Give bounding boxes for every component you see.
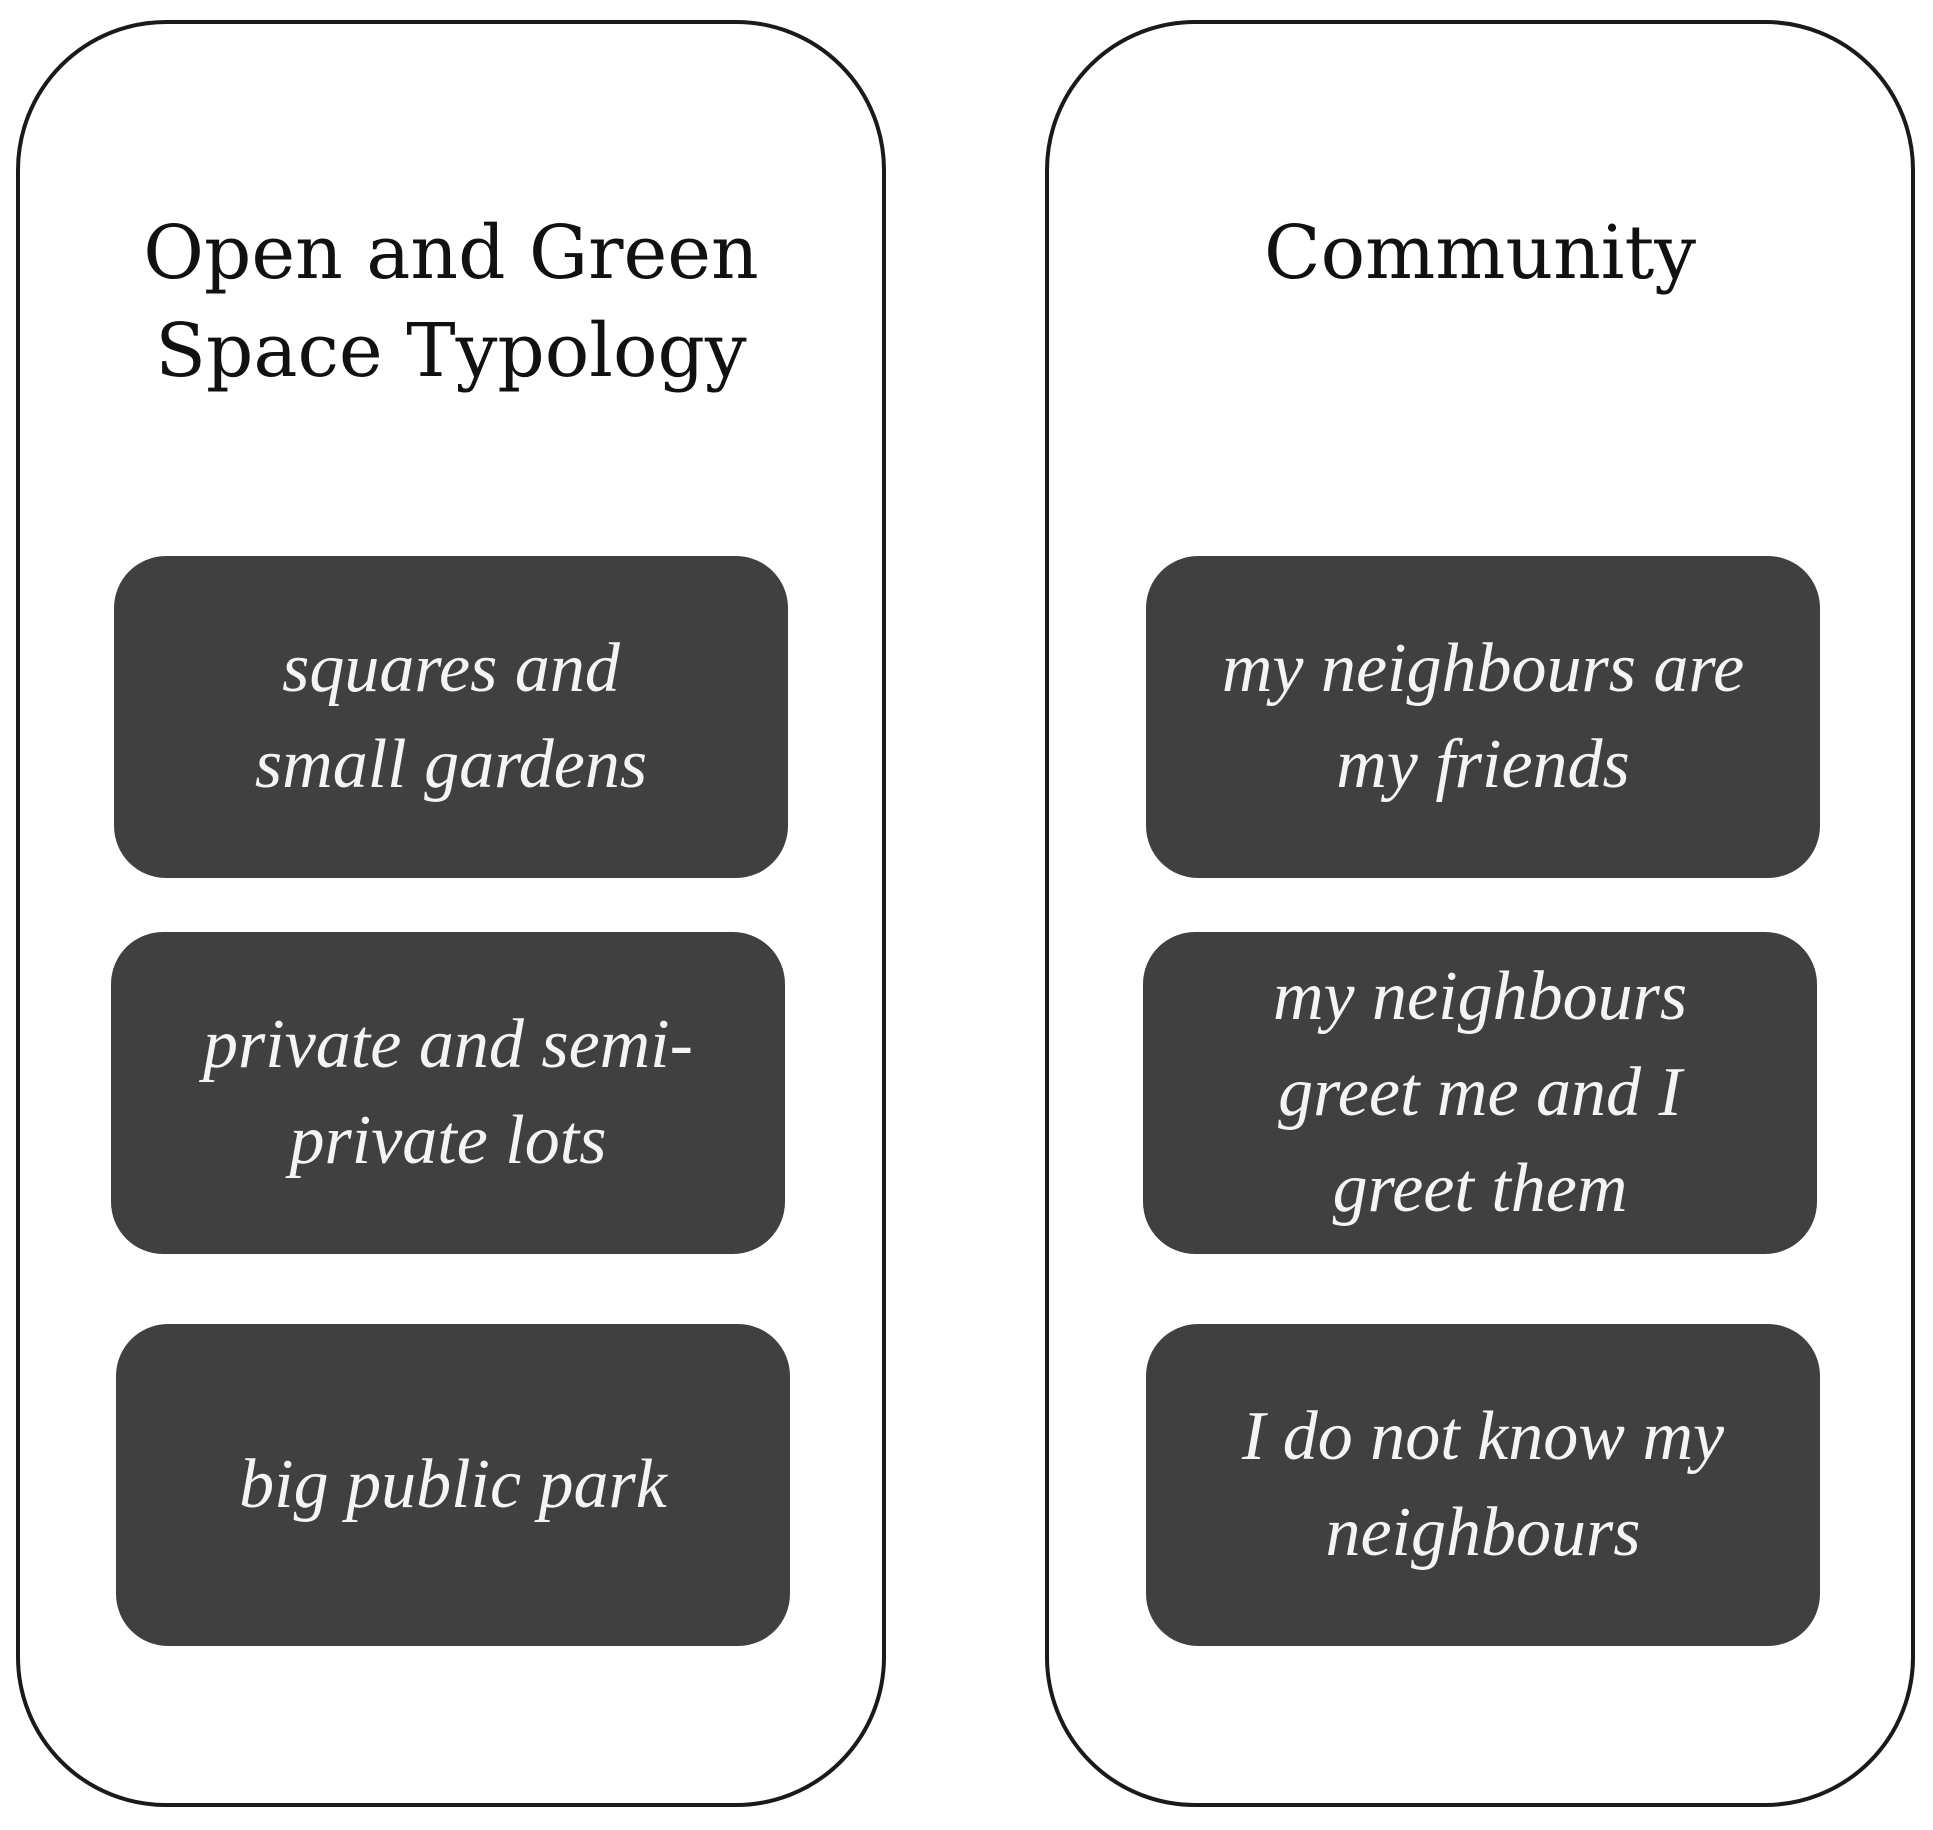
- box-text-line: small gardens: [254, 726, 648, 803]
- box-neighbours-greet-me: my neighbours greet me and I greet them: [1143, 932, 1817, 1254]
- panel-title-line: Space Typology: [155, 308, 747, 394]
- box-neighbours-are-friends: my neighbours are my friends: [1146, 556, 1820, 878]
- panel-title-line: Community: [1263, 210, 1697, 296]
- box-do-not-know-neighbours: I do not know my neighbours: [1146, 1324, 1820, 1646]
- box-text-line: private and semi-: [203, 1006, 693, 1083]
- box-text-line: neighbours: [1325, 1494, 1641, 1571]
- box-private-semi-private-lots: private and semi- private lots: [111, 932, 785, 1254]
- box-text-line: greet them: [1332, 1150, 1628, 1227]
- panel-title-line: Open and Green: [143, 210, 759, 296]
- box-text-line: I do not know my: [1241, 1398, 1725, 1475]
- box-squares-small-gardens: squares and small gardens: [114, 556, 788, 878]
- panel-title-open-green-space: Open and Green Space Typology: [20, 204, 882, 400]
- box-text-line: squares and: [282, 630, 620, 707]
- box-text-line: my neighbours are: [1221, 630, 1745, 707]
- box-text-line: my neighbours: [1272, 958, 1688, 1035]
- box-text-line: my friends: [1336, 726, 1630, 803]
- box-text-line: greet me and I: [1278, 1054, 1682, 1131]
- panel-title-community: Community: [1049, 204, 1911, 302]
- box-text-line: private lots: [289, 1102, 607, 1179]
- box-text-line: big public park: [239, 1446, 667, 1523]
- box-big-public-park: big public park: [116, 1324, 790, 1646]
